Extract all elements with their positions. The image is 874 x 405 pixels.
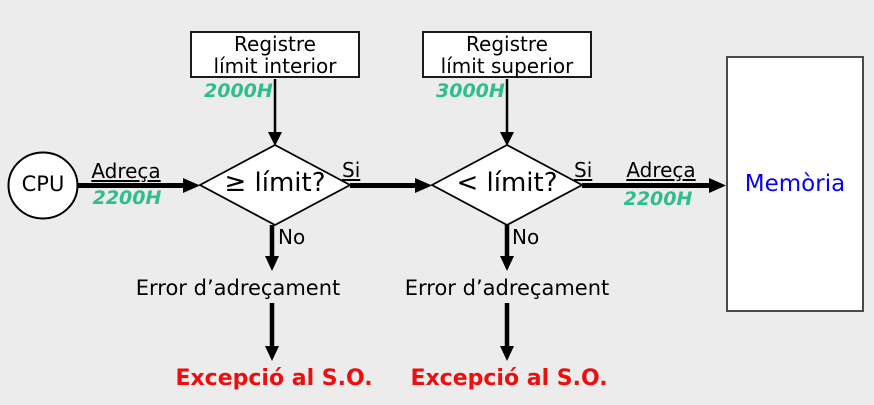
arrow-decision1-no [265, 225, 279, 271]
decision2-yes-label: Si [574, 158, 593, 182]
arrow-decision2-to-memory [582, 178, 726, 193]
exception-message-upper: Excepció al S.O. [410, 366, 608, 391]
register-upper-title-line1: Registre [466, 31, 548, 56]
register-lower-value: 2000H [204, 80, 273, 102]
cpu-label: CPU [21, 172, 65, 196]
arrow-decision1-to-decision2 [350, 178, 432, 193]
arrow-register-lower-to-decision [268, 79, 282, 146]
decision-upper-label: < límit? [456, 168, 558, 198]
cpu-address-label: Adreça [91, 159, 161, 183]
register-upper-box: Registre límit superior [422, 31, 592, 78]
decision2-no-label: No [512, 225, 540, 249]
decision-lower-label: ≥ límit? [224, 168, 326, 198]
register-upper-title-line2: límit superior [440, 53, 574, 78]
register-upper-value: 3000H [436, 80, 505, 102]
decision1-yes-label: Si [342, 158, 361, 182]
register-lower-title-line1: Registre [234, 31, 316, 56]
arrow-decision2-no [500, 225, 514, 271]
register-lower-title-line2: límit interior [213, 53, 337, 78]
memory-label: Memòria [744, 171, 846, 197]
arrow-error-to-exception-upper [500, 303, 514, 361]
arrow-error-to-exception-lower [265, 303, 279, 361]
decision1-no-label: No [278, 225, 306, 249]
arrow-register-upper-to-decision [500, 79, 514, 146]
error-message-upper: Error d’adreçament [404, 276, 610, 300]
memory-address-label: Adreça [626, 158, 696, 182]
memory-box: Memòria [726, 56, 864, 312]
cpu-address-value: 2200H [92, 187, 162, 209]
error-message-lower: Error d’adreçament [135, 276, 341, 300]
register-lower-box: Registre límit interior [190, 31, 360, 78]
exception-message-lower: Excepció al S.O. [175, 366, 373, 391]
memory-address-value: 2200H [623, 188, 693, 210]
arrow-cpu-to-decision1 [77, 178, 200, 193]
